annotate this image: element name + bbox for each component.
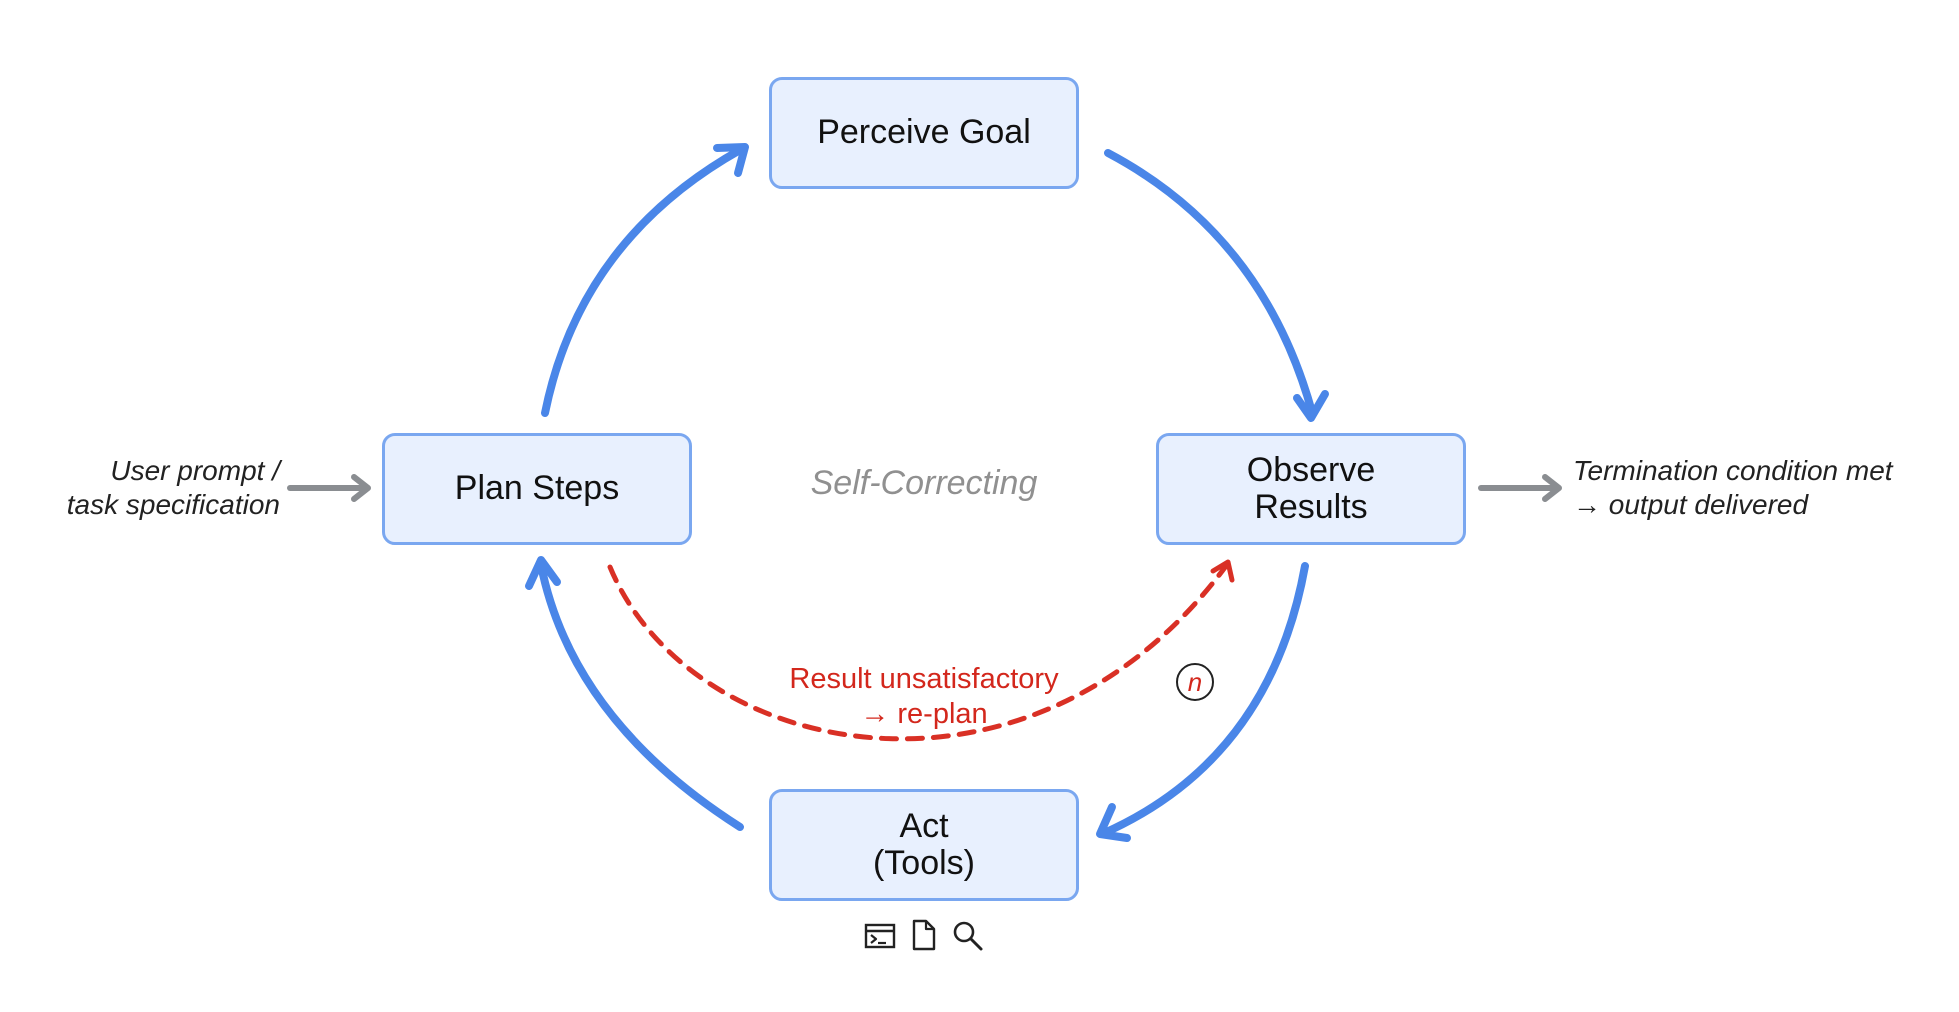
arrow-perceive-to-observe [1104,149,1316,416]
arrow-act-to-plan [537,561,744,831]
arrowhead-observe-to-act [1096,803,1131,842]
node-perceive-goal-label: Perceive Goal [817,113,1031,152]
arrow-replan-dashed [607,563,1229,742]
node-plan-steps: Plan Steps [382,433,692,545]
arrowhead-plan-to-perceive [713,143,749,177]
loop-count-label: n [1187,667,1203,697]
document-icon [912,919,936,951]
node-plan-steps-label: Plan Steps [454,469,620,508]
output-label: Termination condition met → output deliv… [1573,455,1893,521]
search-icon [953,921,983,951]
node-perceive-goal: Perceive Goal [769,77,1079,189]
loop-count-badge: n [1176,663,1214,701]
arrowhead-act-to-plan [525,556,561,590]
arrowhead-input [351,474,371,502]
arrow-observe-to-act [1098,562,1309,838]
replan-label: Result unsatisfactory → re-plan [789,663,1059,731]
input-label: User prompt / task specification [66,455,280,521]
node-act-tools-label: Act (Tools) [872,806,976,882]
self-correcting-label: Self-Correcting [810,464,1038,502]
node-observe-results-label: Observe Results [1246,450,1376,526]
terminal-icon [864,923,896,949]
node-act-tools: Act (Tools) [769,789,1079,901]
arrowhead-perceive-to-observe [1293,390,1329,422]
node-observe-results: Observe Results [1156,433,1466,545]
arrowhead-output [1542,474,1562,502]
arrowhead-replan [1210,559,1235,583]
arrow-plan-to-perceive [541,146,744,417]
